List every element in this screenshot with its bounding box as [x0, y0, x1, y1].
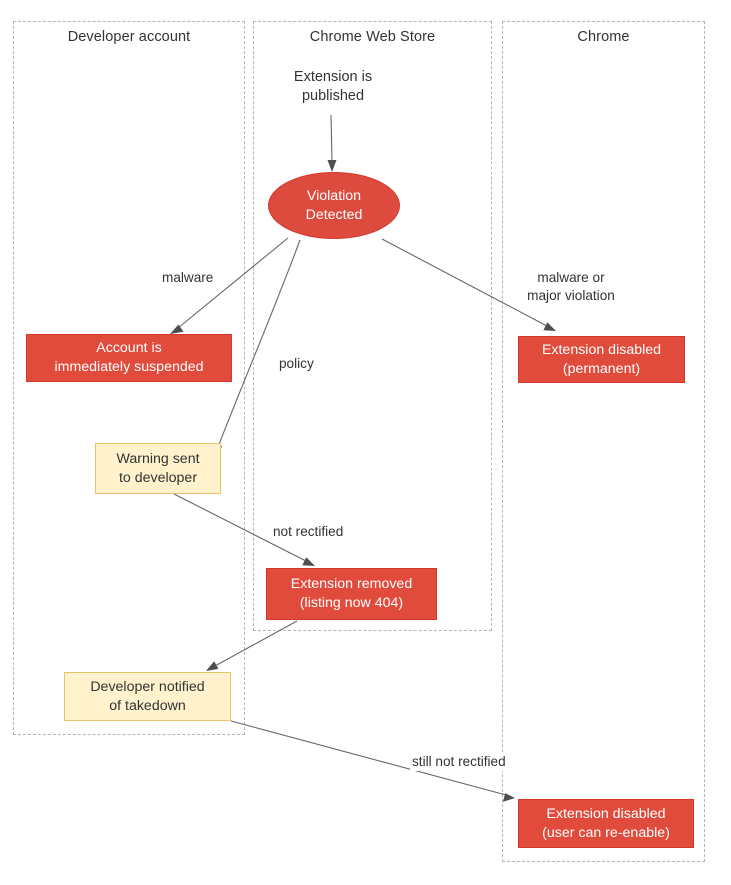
node-developer-notified-line1: Developer notified [90, 678, 205, 695]
edge-label-malware: malware [160, 269, 216, 288]
swimlane-title-developer-account: Developer account [67, 29, 191, 45]
edge-label-policy: policy [277, 355, 316, 374]
node-account-suspended-label: Account is immediately suspended [48, 339, 209, 376]
edge-label-still-not-rectified: still not rectified [410, 753, 508, 772]
node-extension-removed-line1: Extension removed [290, 576, 413, 593]
node-extension-disabled-reenable-label: Extension disabled (user can re-enable) [536, 805, 676, 842]
node-extension-published: Extension is published [263, 68, 403, 107]
node-developer-notified-label: Developer notified of takedown [84, 678, 210, 715]
edge-label-malware-or-major-violation: malware or major violation [509, 269, 633, 306]
node-warning-sent-line1: Warning sent [116, 450, 200, 467]
node-extension-removed-line2: (listing now 404) [299, 595, 404, 611]
node-warning-sent-line2: to developer [118, 469, 198, 486]
edge-label-not-rectified: not rectified [271, 523, 346, 542]
node-violation-detected-label: Violation Detected [300, 187, 369, 224]
node-extension-disabled-reenable-line1: Extension disabled [546, 805, 666, 822]
swimlane-title-chrome-web-store: Chrome Web Store [309, 29, 436, 45]
node-extension-published-line1: Extension is [293, 69, 373, 85]
edge-label-malware-or-major-violation-line2: major violation [527, 288, 615, 304]
edge-label-malware-or-major-violation-line1: malware or [537, 270, 605, 285]
node-developer-notified-line2: of takedown [109, 697, 186, 714]
node-violation-detected-line1: Violation [306, 187, 362, 204]
node-account-suspended[interactable]: Account is immediately suspended [26, 334, 232, 382]
node-extension-disabled-permanent[interactable]: Extension disabled (permanent) [518, 336, 685, 383]
node-developer-notified[interactable]: Developer notified of takedown [64, 672, 231, 721]
node-extension-disabled-reenable[interactable]: Extension disabled (user can re-enable) [518, 799, 694, 848]
node-extension-disabled-reenable-line2: (user can re-enable) [542, 824, 670, 841]
node-extension-removed[interactable]: Extension removed (listing now 404) [266, 568, 437, 620]
node-warning-sent[interactable]: Warning sent to developer [95, 443, 221, 494]
node-violation-detected[interactable]: Violation Detected [268, 172, 400, 239]
node-extension-disabled-permanent-line2: (permanent) [562, 360, 641, 377]
node-extension-published-line2: published [301, 88, 365, 105]
swimlane-chrome [502, 21, 705, 862]
node-violation-detected-line2: Detected [305, 206, 363, 223]
node-account-suspended-line1: Account is [96, 340, 162, 357]
node-extension-disabled-permanent-line1: Extension disabled [541, 341, 662, 358]
swimlane-title-chrome: Chrome [577, 29, 630, 45]
node-warning-sent-label: Warning sent to developer [110, 450, 205, 487]
node-extension-removed-label: Extension removed (listing now 404) [285, 575, 418, 612]
node-account-suspended-line2: immediately suspended [54, 359, 204, 375]
node-extension-disabled-permanent-label: Extension disabled (permanent) [536, 341, 667, 378]
